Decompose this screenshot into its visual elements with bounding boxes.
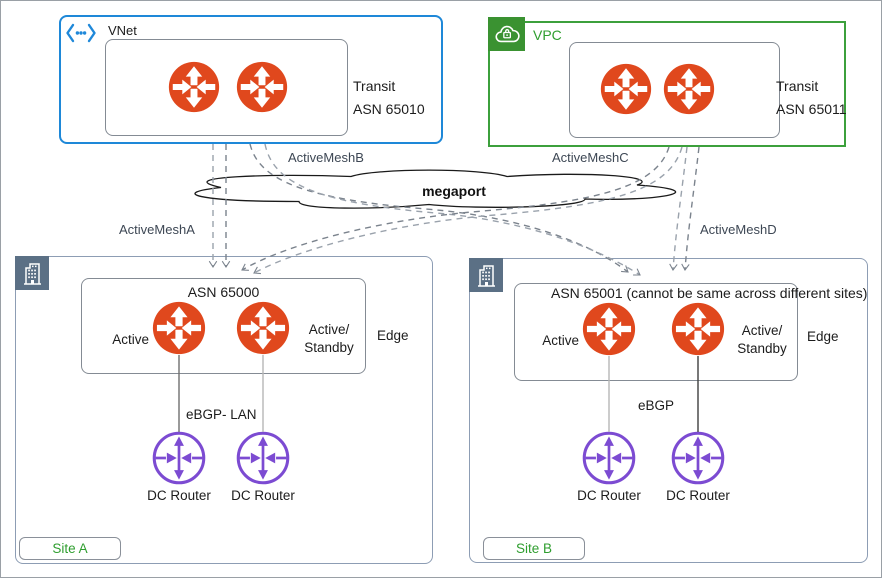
megaport-label: megaport (422, 183, 486, 199)
dc-router-icon (236, 431, 290, 485)
vnet-icon (65, 22, 97, 44)
site-a-active-label: Active (112, 332, 149, 347)
dc-router-label: DC Router (147, 488, 211, 503)
vnet-box (59, 15, 443, 144)
edge-gateway-icon (671, 302, 725, 356)
site-a-badge: Site A (19, 537, 121, 560)
site-a-inner-box (81, 278, 366, 374)
dc-router-label: DC Router (666, 488, 730, 503)
site-b-active-standby-label: Active/ Standby (737, 323, 787, 356)
activemesh-c-label: ActiveMeshC (552, 150, 629, 165)
activemesh-a-label: ActiveMeshA (119, 222, 195, 237)
activemesh-b-label: ActiveMeshB (288, 150, 364, 165)
site-b-active-label: Active (542, 333, 579, 348)
dc-router-icon (582, 431, 636, 485)
transit-gateway-icon (236, 61, 288, 113)
dc-router-icon (671, 431, 725, 485)
site-a-asn-label: ASN 65000 (187, 284, 260, 300)
activemesh-d-label: ActiveMeshD (700, 222, 777, 237)
vpc-label: VPC (533, 27, 562, 43)
vnet-inner-box (105, 39, 348, 136)
dc-router-label: DC Router (231, 488, 295, 503)
dc-router-icon (152, 431, 206, 485)
site-a-building-icon (15, 256, 49, 290)
site-b-building-icon (469, 258, 503, 292)
edge-gateway-icon (152, 301, 206, 355)
site-a-box (15, 256, 433, 564)
transit-gateway-icon (663, 63, 715, 115)
vpc-icon (488, 17, 525, 51)
transit-gateway-icon (600, 63, 652, 115)
site-b-ebgp-label: eBGP (638, 398, 675, 413)
edge-gateway-icon (582, 302, 636, 356)
transit-gateway-icon (168, 61, 220, 113)
site-b-badge: Site B (483, 537, 585, 560)
site-a-ebgp-label: eBGP- LAN (186, 407, 257, 422)
vpc-box (488, 21, 846, 147)
site-a-badge-label: Site A (52, 541, 88, 556)
site-b-asn-label: ASN 65001 (cannot be same across differe… (551, 285, 868, 301)
vpc-transit-label: Transit ASN 65011 (776, 78, 847, 117)
site-b-inner-box (514, 283, 798, 381)
dc-router-label: DC Router (577, 488, 641, 503)
site-a-active-standby-label: Active/ Standby (304, 322, 354, 355)
vnet-transit-label: Transit ASN 65010 (353, 78, 425, 117)
site-b-edge-label: Edge (807, 329, 839, 344)
site-b-badge-label: Site B (515, 541, 553, 556)
site-a-edge-label: Edge (377, 328, 409, 343)
edge-gateway-icon (236, 301, 290, 355)
vnet-label: VNet (108, 23, 137, 38)
